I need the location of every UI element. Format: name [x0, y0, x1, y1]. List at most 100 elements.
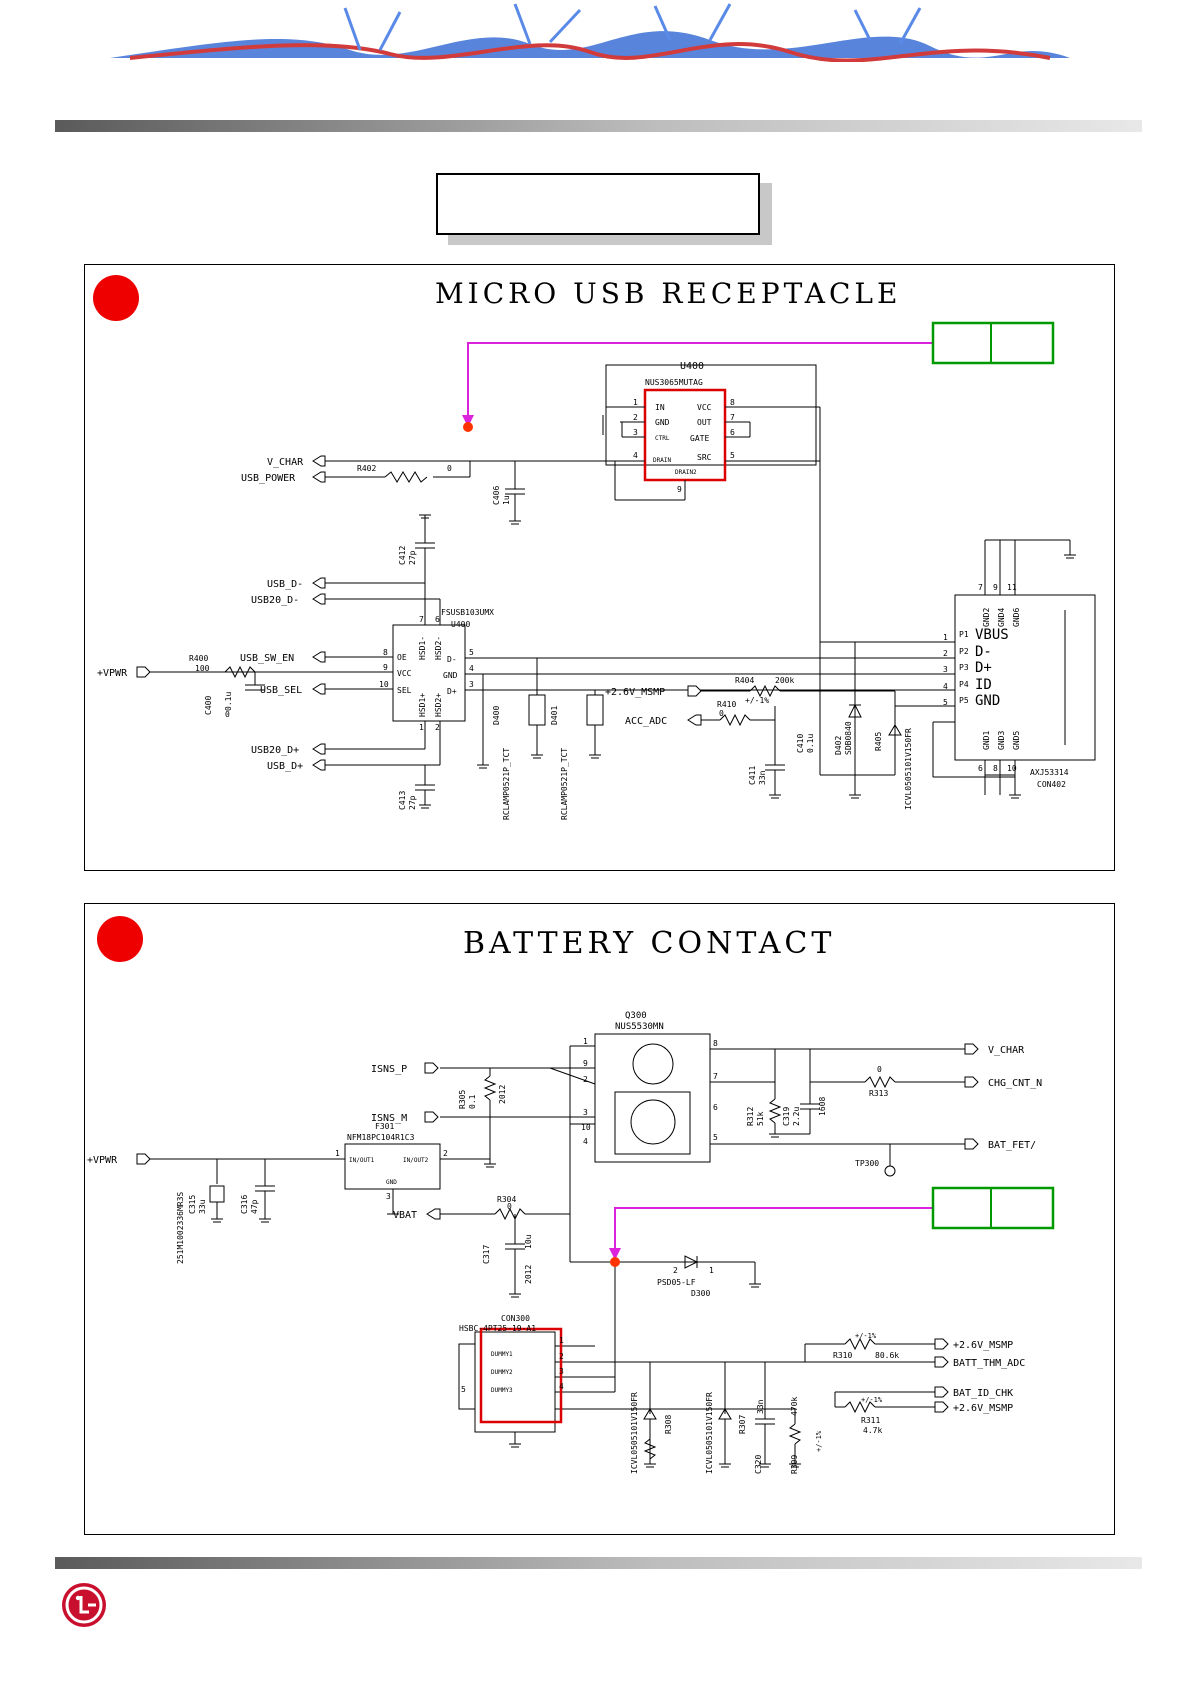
sw-pin-hsd1m: HSD1- — [418, 636, 427, 660]
d402-part: SDB0840 — [844, 721, 853, 755]
u400-pin-gate: GATE — [690, 434, 709, 443]
conn-pin-num: 3 — [943, 665, 948, 674]
ground-symbols — [419, 415, 1076, 809]
u400-pin-out: OUT — [697, 418, 712, 427]
r405-label: R405 — [874, 732, 883, 751]
v-char-label: V_CHAR — [267, 457, 304, 468]
c410-label: C410 — [796, 734, 805, 753]
u400-num: 7 — [730, 413, 735, 422]
usb-schematic: U400 NUS3065MUTAG IN GND CTRL DRAIN DRAI… — [97, 321, 1096, 820]
c400-val: 0.1u — [224, 692, 233, 711]
q300-num: 7 — [713, 1072, 718, 1081]
bat-fet-label: BAT_FET/ — [988, 1140, 1036, 1151]
conn-gnd-num: 7 — [978, 583, 983, 592]
usb20-dm-label: USB20_D- — [251, 595, 299, 606]
fsusb-part: FSUSB103UMX — [441, 608, 494, 617]
q300-num: 6 — [713, 1103, 718, 1112]
q300-num: 2 — [583, 1075, 588, 1084]
r311-val: 4.7k — [863, 1426, 882, 1435]
r312-val: 51k — [756, 1111, 765, 1126]
r310-val: 80.6k — [875, 1351, 899, 1360]
tvs2-part: ICVL0505101V150FR — [705, 1392, 714, 1474]
c400-val2: 0 — [225, 710, 230, 719]
usb-panel: MICRO USB RECEPTACLE — [84, 264, 1115, 871]
f301-out: IN/OUT2 — [403, 1157, 429, 1164]
conn-ref: CON402 — [1037, 780, 1066, 789]
section-badge-usb — [93, 275, 139, 321]
r311-tol: +/-1% — [861, 1396, 883, 1404]
sw-num: 1 — [419, 723, 424, 732]
u400-pin-drain: DRAIN — [653, 457, 671, 464]
u400-num: 5 — [730, 451, 735, 460]
c319-label: C319 — [782, 1107, 791, 1126]
con300-num: 4 — [559, 1382, 564, 1391]
con300-pin: DUMMY2 — [491, 1369, 513, 1376]
r310-label: R310 — [833, 1351, 852, 1360]
acc-adc-label: ACC_ADC — [625, 716, 667, 727]
sw-pin-hsd2p: HSD2+ — [434, 693, 443, 717]
callout-box-battery — [931, 1186, 1055, 1230]
conn-gnd-bot: GND1 — [982, 731, 991, 750]
bat-id-label: BAT_ID_CHK — [953, 1388, 1013, 1399]
vbat-label: VBAT — [393, 1210, 417, 1221]
usb-power-label: USB_POWER — [241, 473, 296, 484]
f301-num: 1 — [335, 1149, 340, 1158]
q300-num: 5 — [713, 1133, 718, 1142]
r309-val: 470k — [790, 1397, 799, 1416]
d300-num: 2 — [673, 1266, 678, 1275]
f301-part: NFM18PC104R1C3 — [347, 1133, 415, 1142]
d401-part: RCLAMP0521P_TCT — [560, 748, 569, 820]
conn-body — [954, 594, 1096, 761]
sw-pin-vcc: VCC — [397, 669, 412, 678]
u400-ref: U400 — [680, 361, 704, 372]
sw-pin-gnd: GND — [443, 671, 458, 680]
isns-m-label: ISNS_M — [371, 1113, 407, 1124]
u400-num: 1 — [633, 398, 638, 407]
u400-num: 9 — [677, 485, 682, 494]
c413-label: C413 — [398, 791, 407, 810]
c411-val: 33n — [758, 770, 767, 785]
q300-num: 3 — [583, 1108, 588, 1117]
con300-body — [474, 1331, 556, 1433]
callout-box-usb — [931, 321, 1055, 365]
c315-val: 33u — [198, 1199, 207, 1214]
con300-pin: DUMMY3 — [491, 1387, 513, 1394]
header-bar — [55, 120, 1142, 132]
conn-pin-dp: D+ — [975, 660, 992, 676]
d400-label: D400 — [492, 706, 501, 725]
u400-pin-in: IN — [655, 403, 665, 412]
r305-size: 2012 — [498, 1085, 507, 1104]
battery-panel: BATTERY CONTACT — [84, 903, 1115, 1535]
usb20-dp-label: USB20_D+ — [251, 745, 299, 756]
q300-num: 10 — [581, 1123, 591, 1132]
c410-val: 0.1u — [806, 734, 815, 753]
c317-size: 2012 — [524, 1265, 533, 1284]
f301-in: IN/OUT1 — [349, 1157, 375, 1164]
c400-label: C400 — [204, 696, 213, 715]
banner-graphic — [110, 3, 1070, 63]
msmp-label: +2.6V_MSMP — [605, 687, 665, 698]
tvs1-part: ICVL0505101V150FR — [630, 1392, 639, 1474]
sw-pin-dm: D- — [447, 655, 457, 664]
c316-val: 47p — [250, 1199, 259, 1214]
probe-node-usb — [463, 422, 473, 432]
c319-size: 1608 — [818, 1097, 827, 1116]
q300-ref: Q300 — [625, 1011, 647, 1021]
r309-label: R309 — [790, 1455, 799, 1474]
conn-pin-p: P3 — [959, 663, 969, 672]
d401-label: D401 — [550, 706, 559, 725]
v-char-batt-label: V_CHAR — [988, 1045, 1025, 1056]
conn-pin-p: P4 — [959, 680, 969, 689]
sw-pin-sel: SEL — [397, 686, 412, 695]
sw-num: 3 — [469, 680, 474, 689]
q300-num: 4 — [583, 1137, 588, 1146]
f301-num: 3 — [386, 1192, 391, 1201]
lg-logo — [62, 1583, 106, 1627]
sw-num: 8 — [383, 648, 388, 657]
conn-gnd-num: 9 — [993, 583, 998, 592]
c315-part: 251M1002336MR3S — [176, 1192, 185, 1264]
d402-label: D402 — [834, 736, 843, 755]
r404-val: 200k — [775, 676, 794, 685]
con300-ref: CON300 — [501, 1314, 530, 1323]
d400-part: RCLAMP0521P_TCT — [502, 748, 511, 820]
